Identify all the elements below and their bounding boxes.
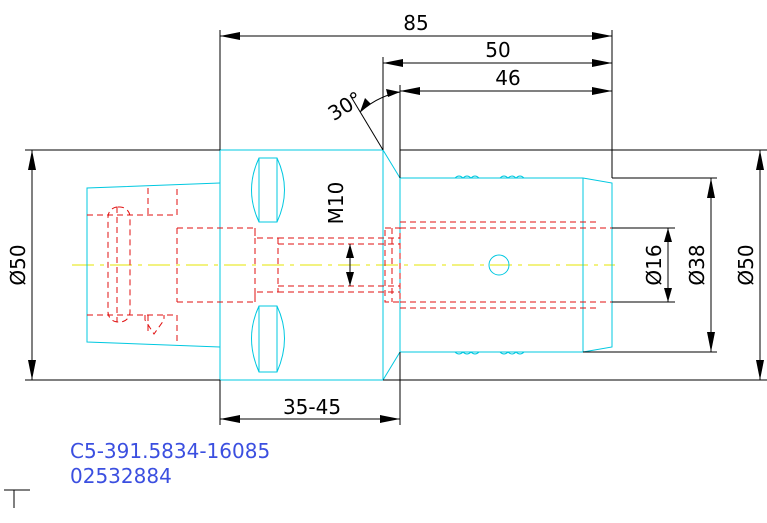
part-outline bbox=[86, 149, 613, 381]
dimension-50: 50 bbox=[485, 38, 510, 62]
dimension-46: 46 bbox=[495, 66, 520, 90]
dimension-thread: M10 bbox=[324, 182, 348, 225]
dimension-35-45: 35-45 bbox=[283, 395, 341, 419]
dimension-left-diameter: Ø50 bbox=[6, 244, 30, 285]
dimension-85: 85 bbox=[403, 11, 428, 35]
part-number: 02532884 bbox=[70, 464, 172, 488]
dimension-lines bbox=[4, 30, 767, 508]
dimension-right-diameter: Ø50 bbox=[734, 244, 758, 285]
dimension-shank-diameter: Ø38 bbox=[685, 244, 709, 285]
angle-30: 30° bbox=[324, 86, 367, 125]
hidden-lines bbox=[87, 188, 612, 342]
part-code: C5-391.5834-16085 bbox=[70, 439, 270, 463]
dimension-bore-diameter: Ø16 bbox=[642, 244, 666, 285]
